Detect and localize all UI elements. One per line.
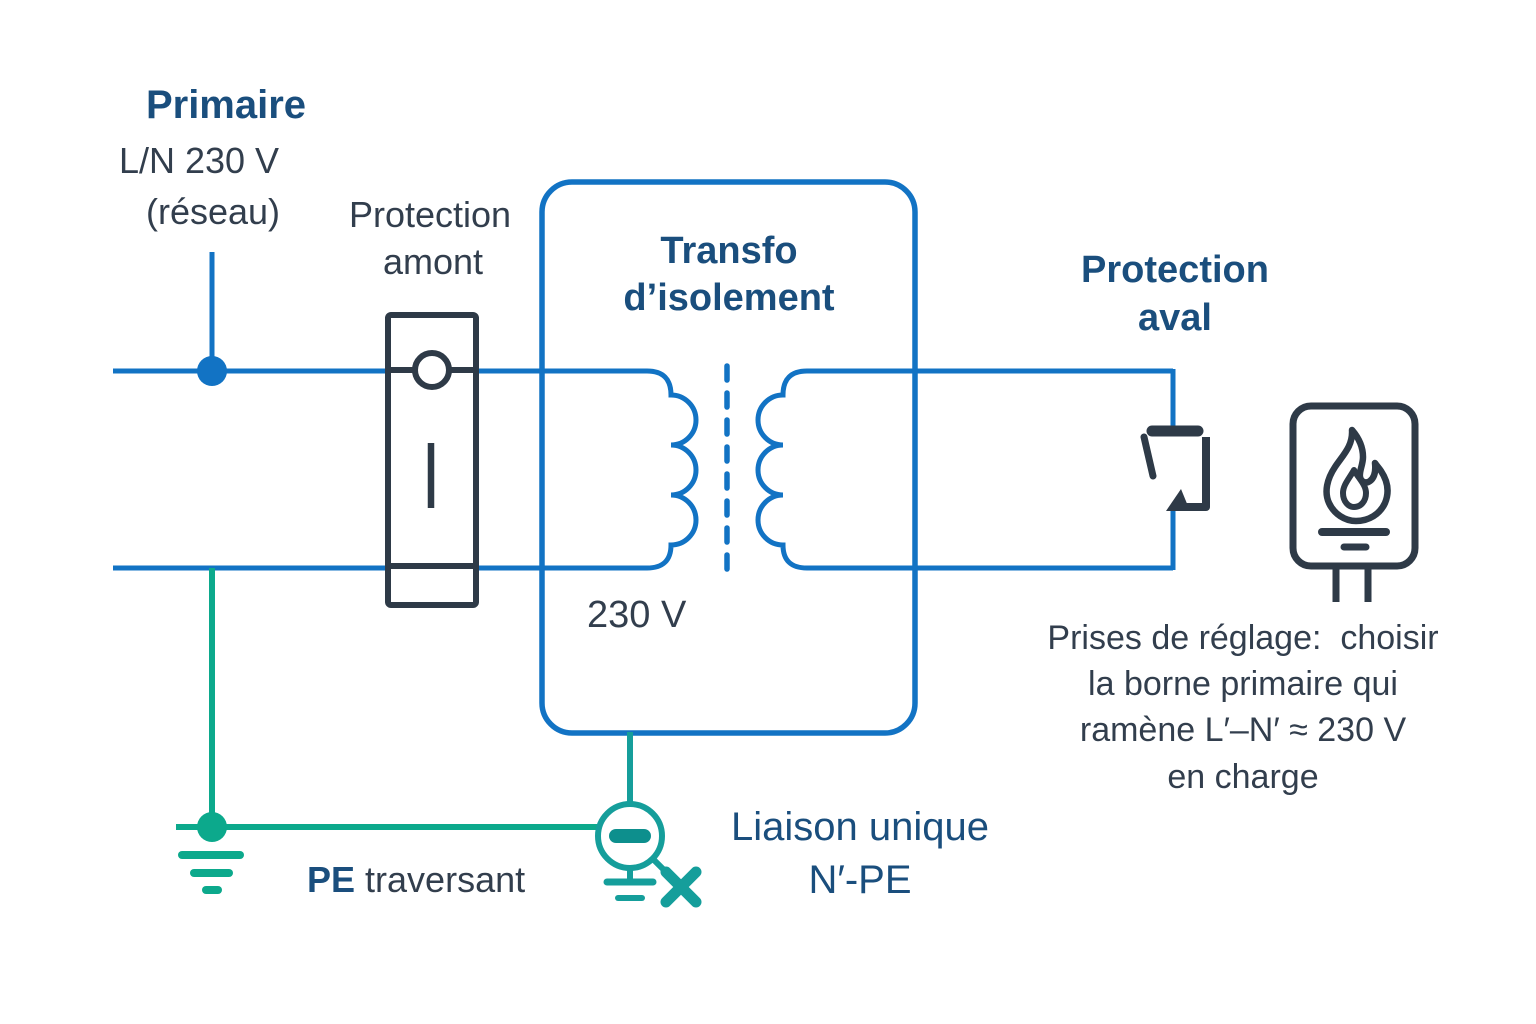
wires [113,252,1176,571]
tap-note-line1: Prises de réglage: choisir [1047,619,1439,657]
primaire-voltage-label: L/N 230 V [118,140,280,181]
primaire-network-label: (réseau) [145,191,281,232]
liaison-label-line1: Liaison unique [731,805,989,849]
breaker-icon [385,312,479,608]
breaker-contact-icon [412,350,452,390]
switch-arrow-tip [1166,489,1190,511]
transfo-title-line1: Transfo [660,230,798,272]
tap-note-line2: la borne primaire qui [1088,665,1398,703]
pe-traversant-label: PE traversant [267,826,525,934]
liaison-label-line2: N′-PE [808,858,912,902]
pe-label-bold: PE [307,859,356,900]
tap-note-line4: en charge [1167,758,1319,796]
npe-cut-cross-icon [660,866,702,908]
protection-amont-label-line1: Protection [348,194,512,235]
pe-label-rest: traversant [355,859,526,900]
primaire-title: Primaire [145,83,307,127]
protection-aval-label-line2: aval [1138,297,1212,339]
npe-minus-bar [609,829,651,843]
protection-amont-label-line2: amont [382,241,484,282]
pe-wires [176,568,600,830]
earth-ground-icon [178,851,244,894]
pe-junction-dot [197,812,227,842]
switch-icon [1140,425,1210,511]
flame-icon [1323,426,1391,525]
tap-note-line3: ramène L′–N′ ≈ 230 V [1079,711,1407,749]
npe-link-icon [595,732,702,908]
wire-junction-dot [197,356,227,386]
boiler-icon [1289,402,1419,602]
flame-inner-icon [1340,467,1369,510]
protection-aval-label-line1: Protection [1081,249,1269,291]
transfo-title-line2: d’isolement [623,277,835,319]
switch-lever [1140,433,1157,480]
primary-wire-and-coil [113,368,699,571]
secondary-voltage-label: 230 V [587,594,687,636]
transformer-box [539,179,918,736]
secondary-wire-and-coil [755,368,1173,571]
